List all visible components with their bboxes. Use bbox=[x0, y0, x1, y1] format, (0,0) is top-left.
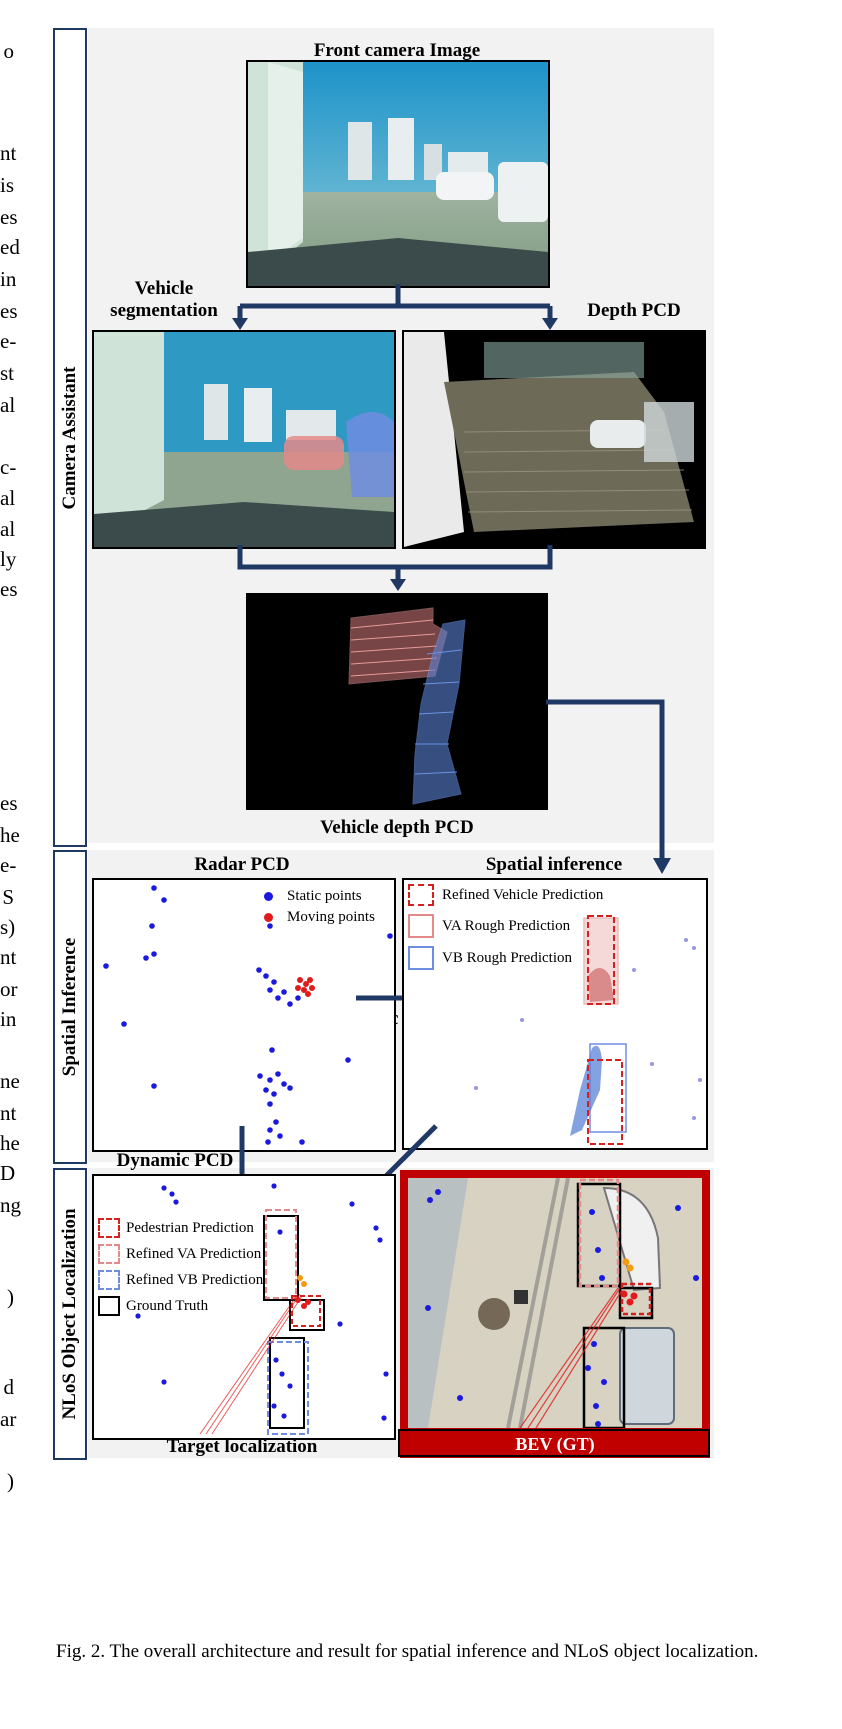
left-text-fragment: d bbox=[3, 1375, 15, 1399]
spatial-inference-title: Spatial inference bbox=[485, 854, 623, 875]
left-text-fragment: s) bbox=[0, 915, 16, 939]
left-text-fragment: ly bbox=[0, 547, 17, 571]
left-text-fragment: ) bbox=[7, 1469, 14, 1493]
left-text-fragment: e- bbox=[0, 329, 17, 353]
left-text-fragment: in bbox=[0, 1007, 17, 1031]
front-camera-image bbox=[246, 60, 550, 288]
target-legend: Pedestrian Prediction Refined VA Predict… bbox=[98, 1218, 263, 1316]
dynamic-pcd-label: Dynamic PCD bbox=[116, 1150, 234, 1171]
left-text-fragment: es bbox=[0, 299, 18, 323]
legend-moving-points: Moving points bbox=[287, 909, 375, 925]
left-text-fragment: or bbox=[0, 977, 18, 1001]
left-text-fragment: es bbox=[0, 577, 18, 601]
bev-image bbox=[408, 1178, 702, 1428]
legend-pedestrian-prediction: Pedestrian Prediction bbox=[126, 1219, 254, 1236]
left-text-fragment: he bbox=[0, 823, 20, 847]
left-text-fragment: D bbox=[0, 1161, 16, 1185]
legend-static-points: Static points bbox=[287, 888, 362, 904]
left-text-fragment: is bbox=[0, 173, 15, 197]
left-text-fragment: ng bbox=[0, 1193, 21, 1217]
depth-pcd-image bbox=[402, 330, 706, 549]
left-text-fragment: e- bbox=[0, 853, 17, 877]
camera-assistant-label: Camera Assistant bbox=[53, 28, 87, 847]
split-arrow bbox=[232, 284, 558, 330]
moving-points-marker bbox=[264, 913, 273, 922]
spatial-inference-label: Spatial Inference bbox=[53, 850, 87, 1164]
va-rough-marker bbox=[408, 914, 434, 938]
left-text-fragment: es bbox=[0, 205, 18, 229]
left-text-fragment: ar bbox=[0, 1407, 17, 1431]
legend-refined-vehicle: Refined Vehicle Prediction bbox=[442, 886, 604, 903]
pedestrian-prediction-marker bbox=[98, 1218, 120, 1238]
figure-caption: Fig. 2. The overall architecture and res… bbox=[56, 1641, 759, 1662]
radar-pcd-plot: Static points Moving points bbox=[92, 878, 396, 1152]
radar-pcd-title: Radar PCD bbox=[194, 854, 290, 875]
refined-va-marker bbox=[98, 1244, 120, 1264]
bev-label-border bbox=[398, 1429, 710, 1457]
left-text-fragment: S bbox=[2, 885, 14, 909]
spatial-legend: Refined Vehicle Prediction VA Rough Pred… bbox=[408, 884, 603, 970]
left-text-fragment: al bbox=[0, 486, 16, 510]
left-text-fragment: he bbox=[0, 1131, 20, 1155]
refined-vb-marker bbox=[98, 1270, 120, 1290]
target-localization-title: Target localization bbox=[166, 1436, 318, 1457]
left-text-fragment: al bbox=[0, 517, 16, 541]
legend-vb-rough: VB Rough Prediction bbox=[442, 949, 572, 966]
legend-refined-va: Refined VA Prediction bbox=[126, 1245, 262, 1262]
static-points-marker bbox=[264, 892, 273, 901]
nlos-localization-label: NLoS Object Localization bbox=[53, 1168, 87, 1460]
depth-to-spatial-arrow bbox=[546, 699, 671, 874]
left-text-fragment: c- bbox=[0, 455, 17, 479]
left-text-fragment: ne bbox=[0, 1069, 20, 1093]
refined-vehicle-marker bbox=[408, 884, 434, 906]
left-text-fragment: ed bbox=[0, 235, 20, 259]
bev-gt-frame: BEV (GT) bbox=[400, 1170, 710, 1458]
left-text-fragment: ) bbox=[7, 1285, 14, 1309]
left-text-fragment: st bbox=[0, 361, 15, 385]
merge-arrow bbox=[237, 545, 553, 591]
ground-truth-marker bbox=[98, 1296, 120, 1316]
left-text-fragment: al bbox=[0, 393, 16, 417]
vehicle-segmentation-image bbox=[92, 330, 396, 549]
left-text-fragment: o bbox=[3, 39, 15, 63]
legend-ground-truth: Ground Truth bbox=[126, 1297, 209, 1314]
legend-va-rough: VA Rough Prediction bbox=[442, 917, 571, 934]
legend-refined-vb: Refined VB Prediction bbox=[126, 1271, 264, 1288]
left-text-fragment: nt bbox=[0, 141, 17, 165]
left-text-fragment: nt bbox=[0, 1101, 17, 1125]
spatial-inference-plot: Refined Vehicle Prediction VA Rough Pred… bbox=[402, 878, 708, 1150]
vehicle-depth-pcd-title: Vehicle depth PCD bbox=[320, 817, 474, 838]
front-camera-title: Front camera Image bbox=[313, 40, 481, 61]
vehicle-segmentation-title: Vehicle segmentation bbox=[110, 278, 218, 321]
left-text-fragment: es bbox=[0, 791, 18, 815]
left-text-fragment: in bbox=[0, 267, 17, 291]
left-text-fragment: nt bbox=[0, 945, 17, 969]
depth-pcd-title: Depth PCD bbox=[587, 300, 681, 321]
target-localization-plot: Pedestrian Prediction Refined VA Predict… bbox=[92, 1174, 396, 1440]
radar-legend: Static points Moving points bbox=[264, 888, 375, 926]
vb-rough-marker bbox=[408, 946, 434, 970]
vehicle-depth-pcd-image bbox=[246, 593, 548, 810]
bev-gt-label: BEV (GT) bbox=[515, 1434, 595, 1454]
